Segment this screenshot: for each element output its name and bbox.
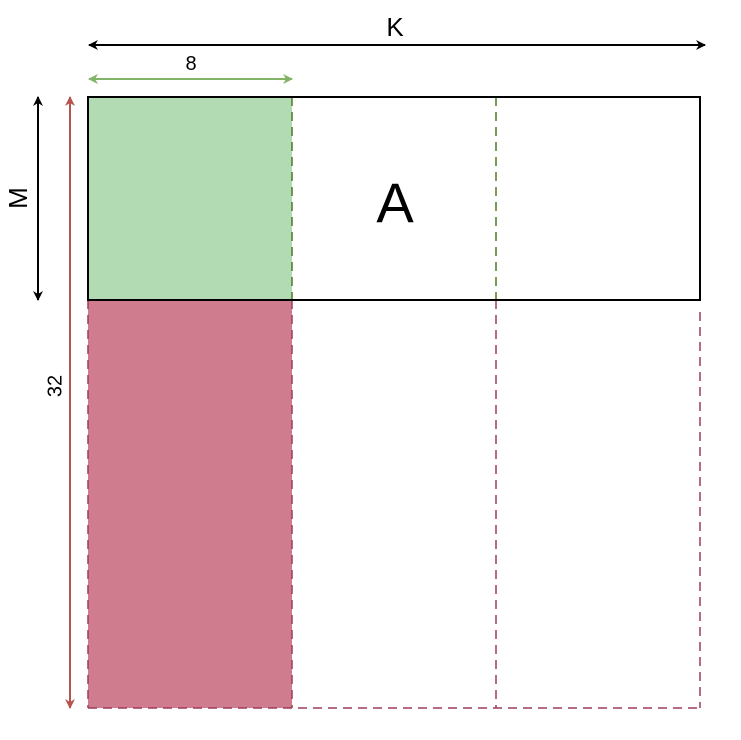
- width-8-label: 8: [185, 53, 196, 75]
- m-label: M: [3, 187, 33, 209]
- matrix-a-label: A: [376, 171, 414, 234]
- green-tile: [88, 97, 292, 300]
- red-dashed-grid: [87, 300, 701, 709]
- height-32-label: 32: [44, 375, 66, 397]
- red-tile: [88, 300, 292, 708]
- matrix-a-outline: [87, 96, 701, 301]
- k-label: K: [386, 12, 404, 42]
